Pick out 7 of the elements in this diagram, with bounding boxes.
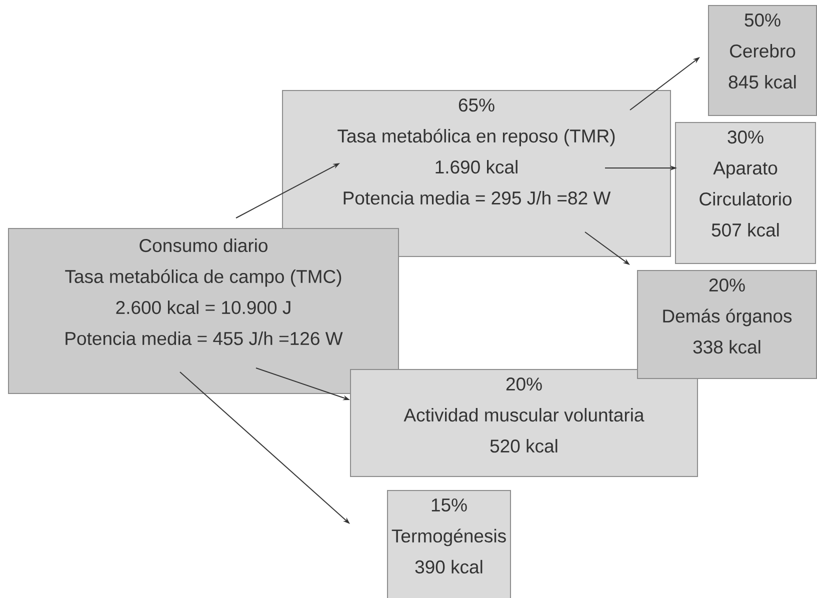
text-box: 20% Demás órganos 338 kcal <box>637 270 817 379</box>
text-box: Consumo diario Tasa metabólica de campo (TMC) 2.600 kcal = 10.900 J Potencia media = 455 J/h =126 W <box>8 228 399 394</box>
text-box: 65% Tasa metabólica en reposo (TMR) 1.690 kcal Potencia media = 295 J/h =82 W <box>282 90 671 257</box>
text-box: 15% Termogénesis 390 kcal <box>387 490 511 598</box>
text-box: 20% Actividad muscular voluntaria 520 kcal <box>350 369 698 477</box>
text-box: 50% Cerebro 845 kcal <box>708 5 817 116</box>
text-box: 30% Aparato Circulatorio 507 kcal <box>675 122 816 264</box>
